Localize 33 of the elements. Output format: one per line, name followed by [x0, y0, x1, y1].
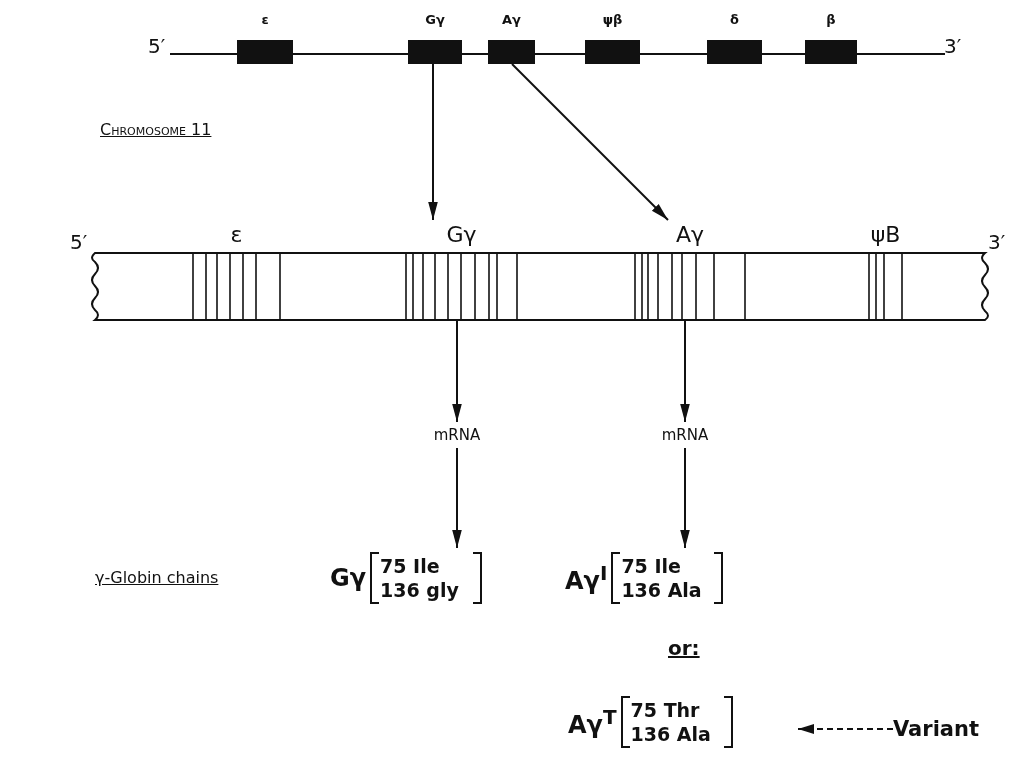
arrow: [428, 63, 438, 221]
chain-name: Aγ$^{T}$: [568, 705, 617, 739]
chain-name: Gγ: [330, 564, 367, 592]
prime-label: 5′: [70, 230, 88, 254]
residue-list: 75 Ile 136 gly: [370, 552, 483, 604]
gene-label: ψβ: [602, 12, 623, 28]
prime-label: 3′: [944, 34, 962, 58]
arrow: [452, 319, 462, 423]
or-label: or:: [668, 636, 700, 660]
residue-list: 75 Thr 136 Ala: [620, 696, 733, 748]
prime-label: 5′: [148, 34, 166, 58]
exon-label: ε: [230, 221, 243, 249]
exon-label: ψB: [870, 221, 901, 249]
gene-label: δ: [730, 12, 739, 28]
gene-label: Aγ: [502, 12, 521, 28]
gene-label: ε: [261, 12, 269, 28]
gene-label: β: [826, 12, 836, 28]
arrow: [797, 724, 894, 734]
exon-label: Gγ: [446, 221, 477, 249]
arrow: [680, 319, 690, 423]
arrow: [452, 447, 462, 549]
gene-label: Gγ: [425, 12, 445, 28]
transcript-label: mRNA: [661, 425, 709, 446]
chain-name: Aγ$^{I}$: [565, 561, 608, 595]
variant-label: Variant: [893, 717, 979, 741]
arrow: [680, 447, 690, 549]
chromosome-label: Chromosome 11: [100, 120, 212, 139]
section-label: γ-Globin chains: [95, 568, 219, 587]
transcript-label: mRNA: [433, 425, 481, 446]
residue-list: 75 Ile 136 Ala: [611, 552, 724, 604]
prime-label: 3′: [988, 230, 1006, 254]
arrow: [511, 63, 669, 221]
exon-label: Aγ: [675, 221, 705, 249]
